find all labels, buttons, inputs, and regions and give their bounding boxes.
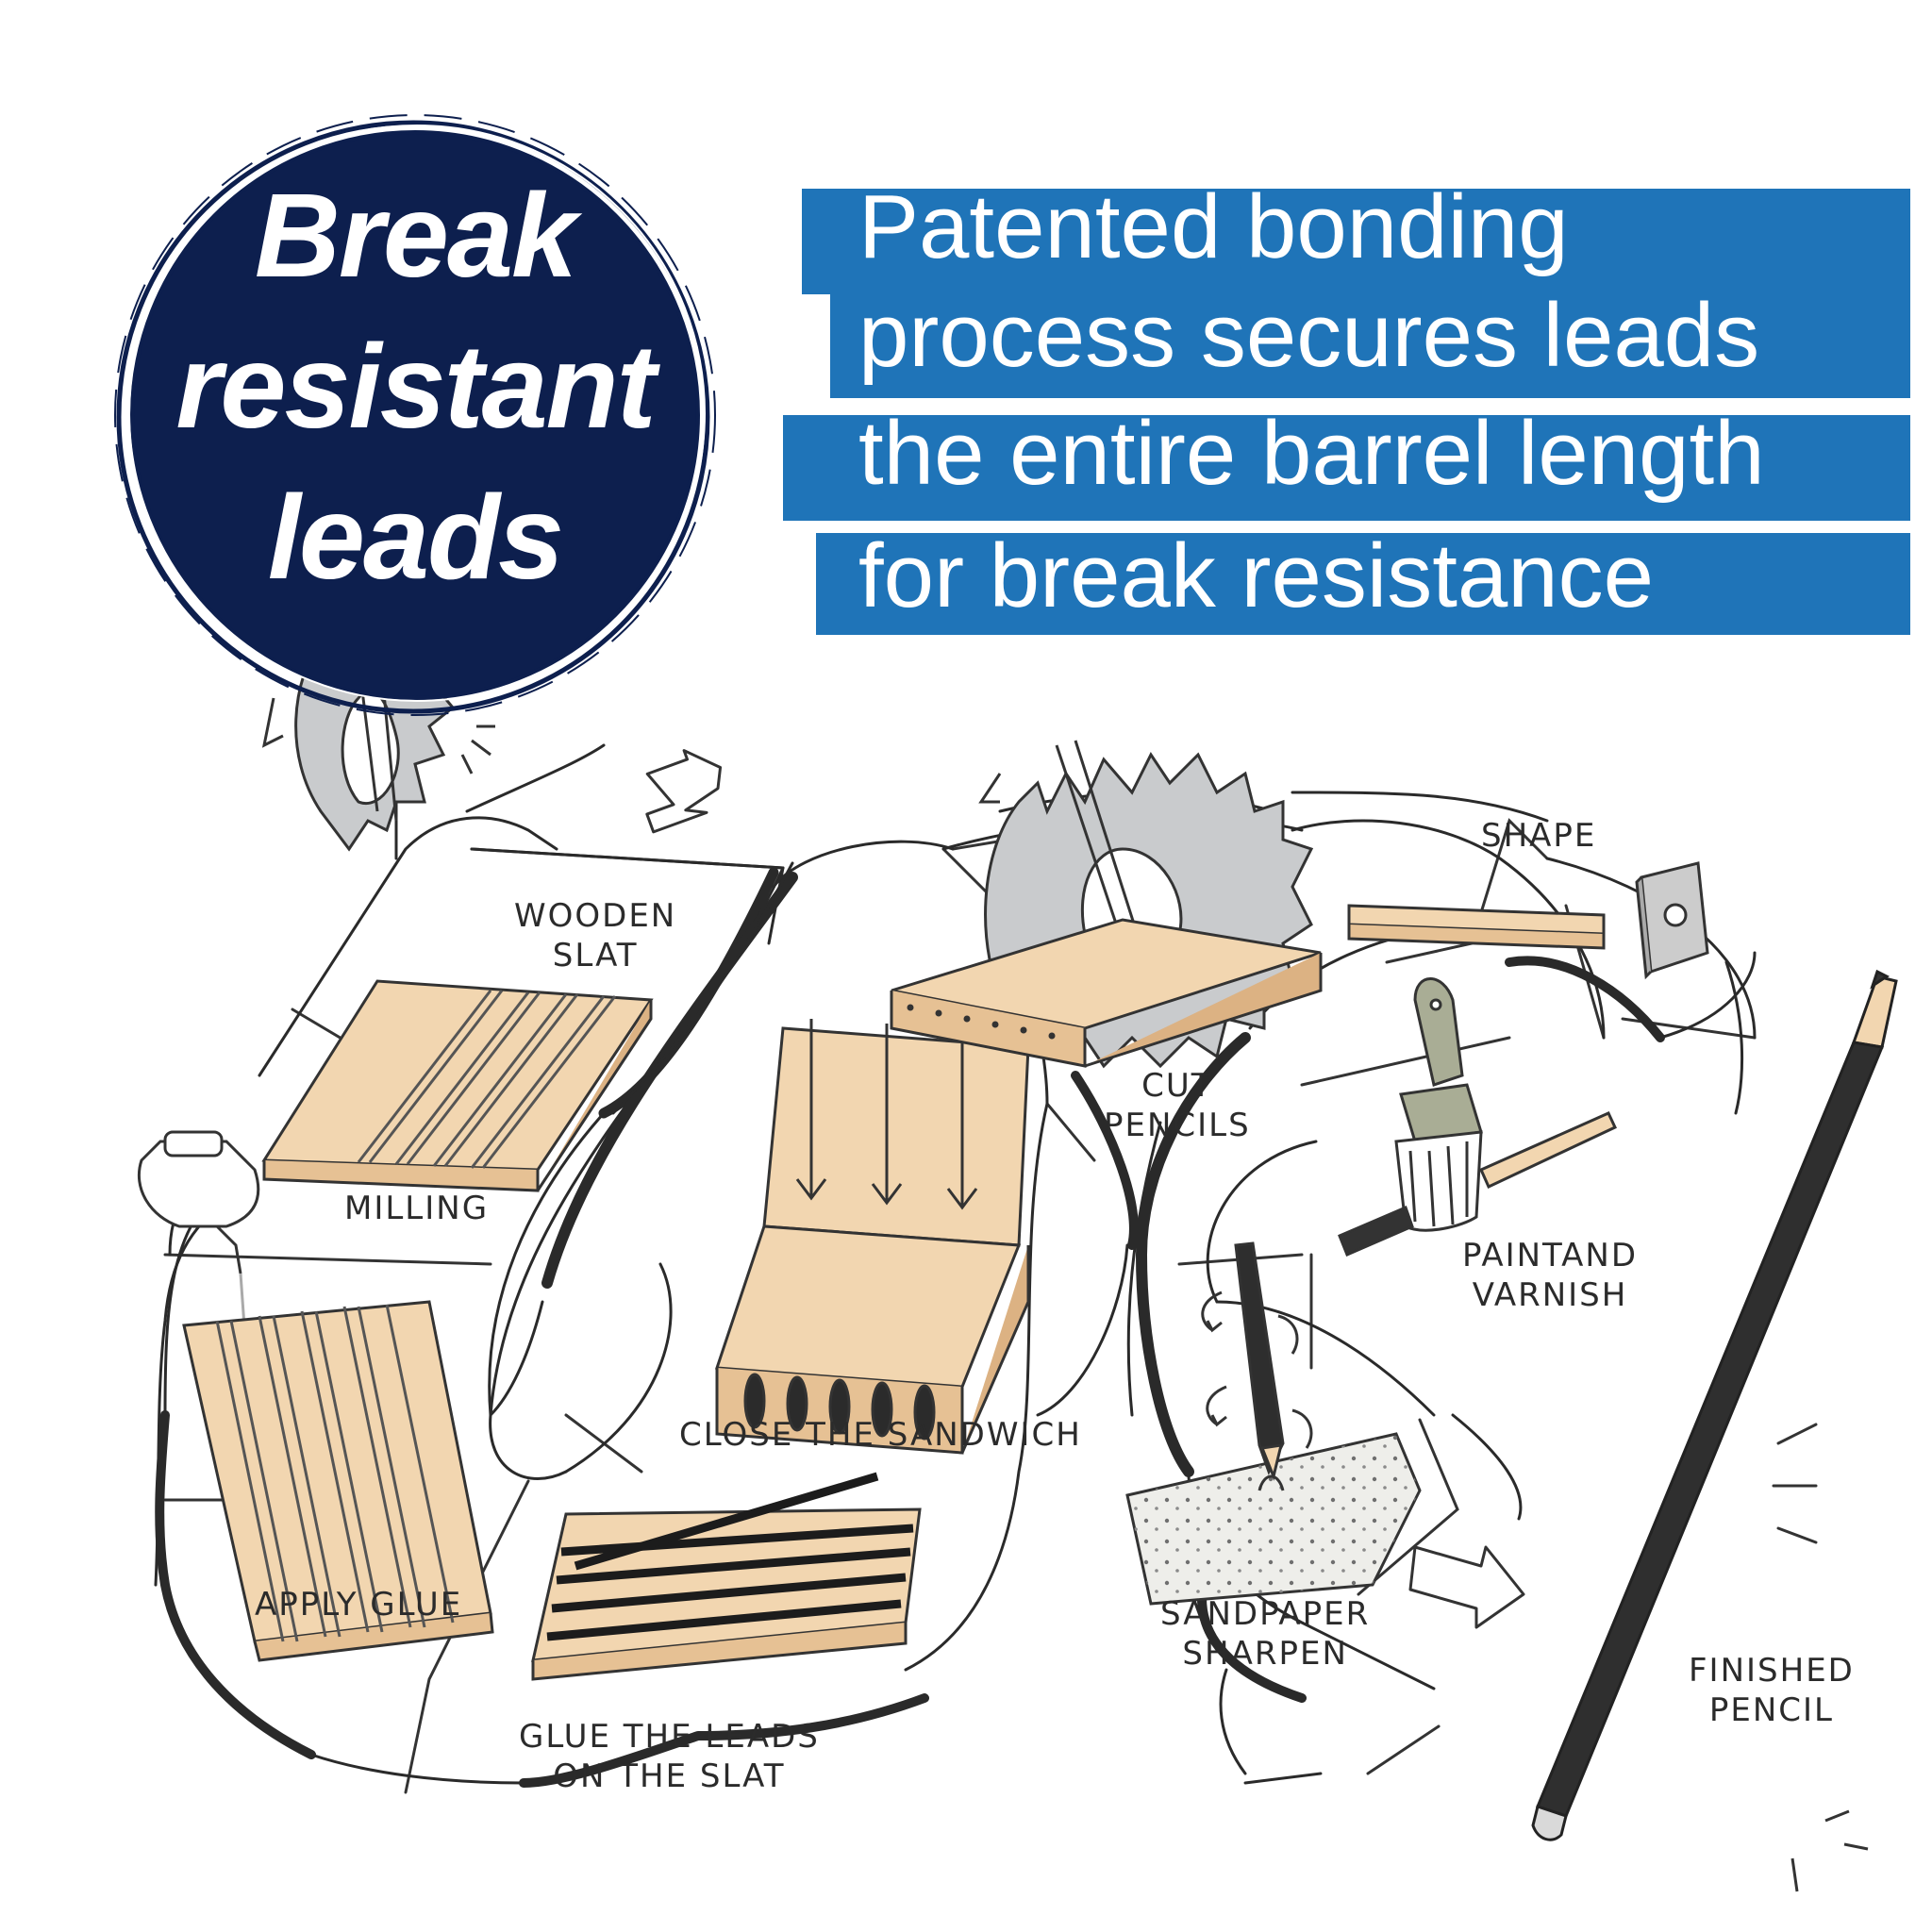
label-apply-glue: APPLY GLUE <box>255 1586 463 1624</box>
badge-line-1: Break <box>254 169 577 302</box>
cut-wooden-board <box>890 918 1323 1068</box>
label-shape: SHAPE <box>1481 817 1597 855</box>
shine-marks <box>1772 1423 1818 1544</box>
headline-bar-3 <box>783 415 1910 521</box>
label-milling: MILLING <box>344 1190 490 1227</box>
badge-circle <box>114 114 716 716</box>
shaped-pencil-stick <box>1347 904 1606 950</box>
painted-pencil-stick <box>1338 1111 1617 1257</box>
headline-bar-1 <box>802 189 1910 294</box>
sandpaper-sheet <box>1125 1432 1422 1606</box>
direction-arrow-down-icon <box>645 749 723 834</box>
paint-brush-icon <box>1394 977 1483 1232</box>
glue-bottle-icon <box>137 1130 260 1341</box>
headline-line-2: process secures leads <box>858 285 1760 386</box>
badge-line-3: leads <box>267 471 564 604</box>
headline-bar-4 <box>816 533 1910 635</box>
glue-slat <box>182 1300 494 1662</box>
badge-line-2: resistant <box>175 320 656 453</box>
badge-title: Break resistant leads <box>123 160 708 613</box>
headline-line-3: the entire barrel length <box>858 403 1765 504</box>
direction-arrow-right-icon <box>1408 1545 1525 1629</box>
sandwich-slats <box>714 1019 1030 1455</box>
headline-bar-2 <box>830 292 1910 398</box>
headline-line-1: Patented bonding <box>858 176 1569 277</box>
headline-line-4: for break resistance <box>858 525 1655 626</box>
label-close-sandwich: CLOSE THE SANDWICH <box>679 1416 1082 1454</box>
leads-slat <box>531 1472 922 1681</box>
sharpening-pencil <box>1201 1241 1313 1491</box>
milled-wooden-slat <box>261 979 654 1192</box>
finished-pencil <box>1531 969 1898 1892</box>
shaping-die <box>1635 861 1709 980</box>
